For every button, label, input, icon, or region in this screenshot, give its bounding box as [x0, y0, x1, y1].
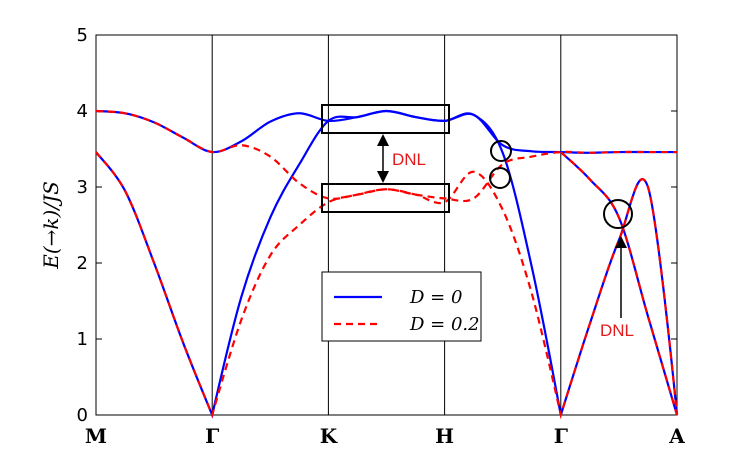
series-0-branch-1: [95, 109, 679, 419]
series-1-branch-1: [95, 151, 679, 420]
y-axis: 0 1 2 3 4 5: [77, 25, 677, 426]
y-axis-label: E(→k)/JS: [39, 181, 63, 270]
y-tick-label: 0: [77, 405, 88, 426]
x-tick-label: Γ: [205, 424, 219, 448]
crossing-circle-2: [489, 167, 511, 189]
dnl-label-2: DNL: [600, 321, 634, 340]
high-symmetry-lines: [211, 35, 562, 415]
y-tick-label: 3: [77, 177, 88, 198]
dnl-upper-box: [321, 104, 450, 134]
y-tick-label: 2: [77, 253, 88, 274]
legend-label-d0: D = 0: [409, 287, 462, 308]
dnl-lower-box: [321, 183, 450, 213]
x-tick-label: A: [668, 424, 685, 448]
y-tick-label: 5: [77, 25, 88, 46]
crossing-circle-3: [603, 199, 633, 229]
legend: D = 0 D = 0.2: [321, 271, 482, 342]
crossing-circle-1: [490, 140, 512, 162]
y-tick-label: 1: [77, 329, 88, 350]
y-tick-label: 4: [77, 101, 88, 122]
x-tick-label: H: [435, 424, 454, 448]
x-tick-label: Γ: [554, 424, 568, 448]
series-1-branch-0: [95, 109, 677, 203]
annotations: DNL DNL: [321, 104, 634, 340]
x-tick-label: K: [320, 424, 338, 448]
legend-label-d02: D = 0.2: [409, 314, 480, 335]
series-0-branch-2: [560, 151, 679, 416]
legend-box: [321, 271, 482, 342]
plot-frame: [95, 34, 678, 416]
x-tick-label: M: [85, 424, 107, 448]
series-group: [95, 109, 679, 420]
dnl-label-1: DNL: [392, 150, 426, 169]
series-0-branch-0: [95, 109, 677, 154]
series-1-branch-2: [560, 151, 679, 416]
